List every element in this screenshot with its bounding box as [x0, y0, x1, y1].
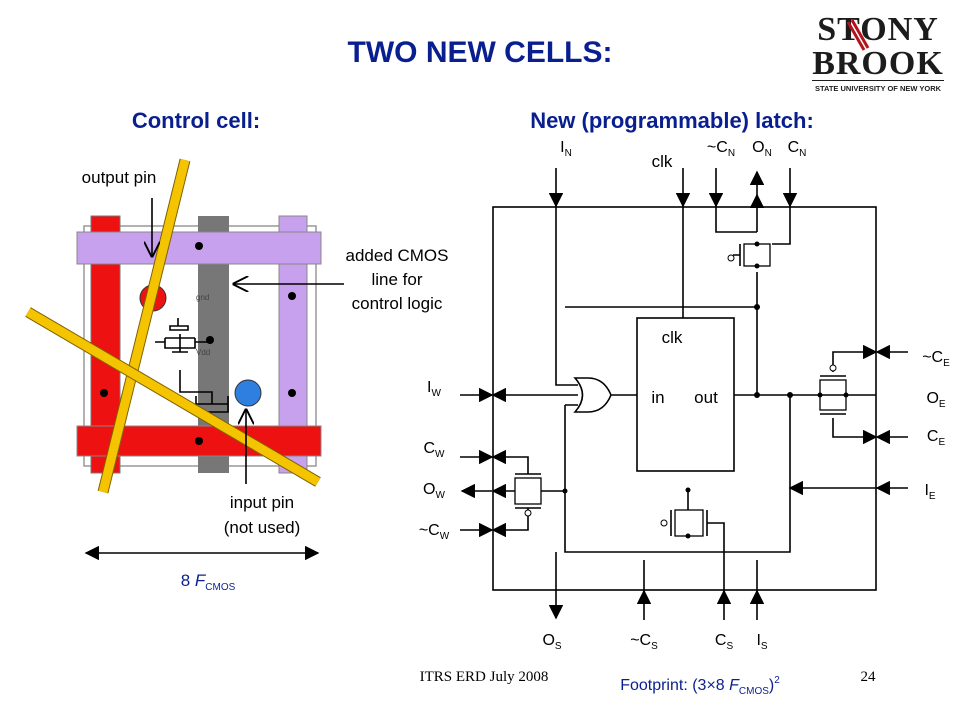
via-dot: [288, 292, 296, 300]
footprint-label: Footprint: (3×8 FCMOS)2: [620, 675, 780, 697]
junction-dot: [787, 392, 793, 398]
stony-brook-logo: STONY BROOK STATE UNIVERSITY OF NEW YORK: [812, 11, 944, 93]
logo-accent-stroke: [846, 19, 870, 51]
top-transmission-gate: [715, 200, 791, 269]
latch-heading: New (programmable) latch:: [530, 108, 814, 133]
wire-loop: [564, 395, 791, 553]
output-pin-label: output pin: [82, 168, 157, 187]
latch-diagram: clk in out: [419, 139, 950, 697]
pin-label-oe: OE: [926, 390, 945, 410]
via-dot: [100, 389, 108, 397]
control-cell-heading: Control cell:: [132, 108, 260, 133]
west-transmission-gate: [493, 449, 568, 538]
control-cell-diagram: gnd Vdd output pin added CMOS line for c…: [25, 158, 449, 593]
pin-label-ce-bar: ~CE: [922, 349, 950, 369]
via-dot: [195, 437, 203, 445]
input-pin-label-2: (not used): [224, 518, 301, 537]
logo-rule: [812, 80, 944, 81]
pin-label-cs-bar: ~CS: [630, 632, 658, 652]
pin-label-in: IN: [560, 139, 572, 159]
slide-title: TWO NEW CELLS:: [348, 36, 613, 69]
added-line-label-2: line for: [371, 270, 422, 289]
dimension-label: 8 FCMOS: [181, 571, 236, 593]
via-dot: [195, 242, 203, 250]
yellow-diagonal-line-1: [98, 158, 190, 494]
via-dot: [206, 336, 214, 344]
latch-out-label: out: [694, 388, 718, 407]
footer-source: ITRS ERD July 2008: [420, 669, 549, 685]
yellow-diagonal-line-2: [25, 308, 321, 486]
added-line-label-3: control logic: [352, 294, 443, 313]
pin-label-ce: CE: [927, 428, 946, 448]
vdd-label: Vdd: [196, 348, 210, 357]
logo-line1: STONY: [817, 11, 939, 48]
or-gate: [573, 377, 612, 413]
pin-label-cs: CS: [715, 632, 734, 652]
wire-in: [555, 200, 578, 386]
latch-in-label: in: [651, 388, 664, 407]
pin-label-cw: CW: [423, 440, 445, 460]
pin-label-ow: OW: [423, 481, 445, 501]
gnd-label: gnd: [196, 293, 209, 302]
pin-label-cn-bar: ~CN: [707, 139, 735, 159]
logo-line2: BROOK: [812, 45, 944, 82]
added-line-label-1: added CMOS: [346, 246, 449, 265]
pin-label-iw: IW: [427, 379, 441, 399]
clk-inner-label: clk: [662, 328, 683, 347]
page-number: 24: [861, 669, 877, 685]
south-transmission-gate: [643, 487, 725, 600]
via-dot: [288, 389, 296, 397]
logo-subtitle: STATE UNIVERSITY OF NEW YORK: [815, 84, 942, 93]
blue-contact: [234, 379, 262, 407]
input-pin-label-1: input pin: [230, 493, 294, 512]
junction-dot: [754, 392, 760, 398]
cell-transistor-circuit: gnd Vdd: [155, 293, 229, 413]
latch-boundary: [492, 206, 877, 591]
pin-label-ie: IE: [924, 482, 935, 502]
pin-label-cn: CN: [788, 139, 807, 159]
pin-label-cw-bar: ~CW: [419, 522, 450, 542]
pin-label-on: ON: [752, 139, 772, 159]
junction-dot: [754, 304, 760, 310]
pin-label-is: IS: [756, 632, 767, 652]
east-transmission-gate: [817, 344, 878, 445]
clk-top-label: clk: [652, 152, 673, 171]
pin-label-os: OS: [542, 632, 561, 652]
